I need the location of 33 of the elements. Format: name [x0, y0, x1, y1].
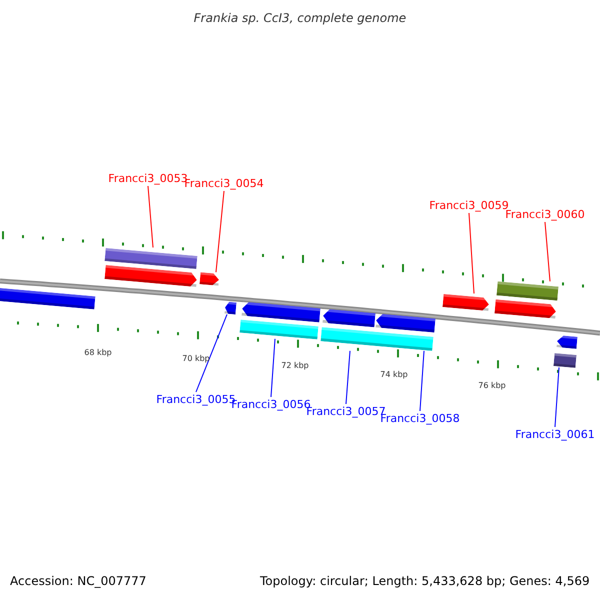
gene-feature	[556, 335, 578, 349]
leader-line	[270, 338, 276, 398]
scale-label: 76 kbp	[478, 380, 506, 392]
gene-feature	[199, 272, 219, 286]
gene-bar	[104, 248, 198, 268]
gene-bar	[320, 327, 434, 351]
leader-line	[554, 366, 560, 428]
leader-line	[148, 186, 154, 248]
gene-feature	[242, 302, 320, 322]
scale-label: 72 kbp	[281, 360, 309, 372]
scale-label: 70 kbp	[182, 353, 210, 365]
gene-feature	[442, 294, 490, 310]
leader-line	[215, 190, 224, 273]
genome-summary-text: Topology: circular; Length: 5,433,628 bp; Genes: 4,569	[260, 575, 590, 588]
scale-label: 74 kbp	[380, 369, 408, 381]
scale-label: 68 kbp	[84, 347, 112, 359]
leader-line	[468, 212, 474, 294]
gene-bar	[496, 281, 558, 301]
gene-bar	[553, 352, 577, 368]
gene-bar	[0, 287, 96, 309]
leader-line	[420, 350, 424, 412]
gene-bar	[240, 319, 318, 339]
leader-line	[196, 314, 228, 392]
gene-feature	[494, 299, 556, 319]
accession-text: Accession: NC_007777	[10, 575, 146, 588]
gene-feature	[375, 313, 435, 333]
gene-label: Francci3_0061	[515, 428, 595, 441]
leader-line	[346, 350, 350, 404]
gene-feature	[322, 308, 376, 328]
gene-feature	[224, 302, 236, 314]
diagram-title: Frankia sp. CcI3, complete genome	[192, 12, 408, 25]
leader-line	[544, 222, 550, 282]
gene-label: Francci3_0053	[108, 172, 188, 185]
